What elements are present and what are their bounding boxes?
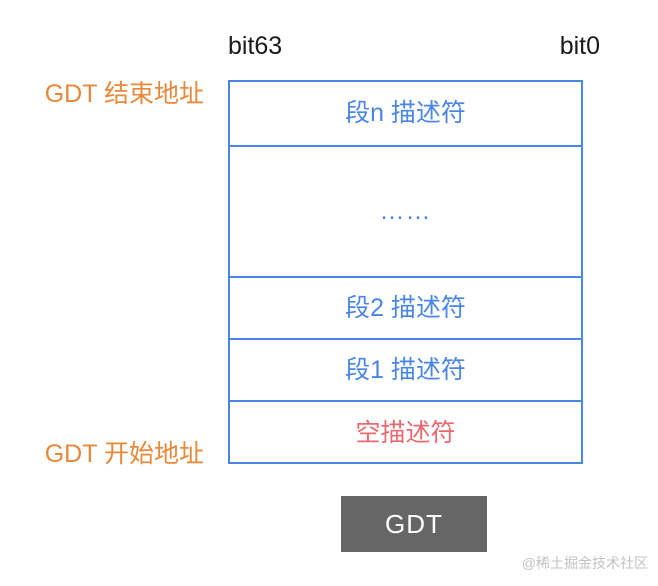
gdt-start-address-label: GDT 开始地址 [44,440,204,468]
table-row-segment-n: 段n 描述符 [230,82,581,147]
row-label: 段1 描述符 [345,355,466,384]
gdt-caption-box: GDT [341,496,487,552]
row-label: 段2 描述符 [345,293,466,322]
ellipsis-icon: …… [379,197,432,225]
table-row-segment-2: 段2 描述符 [230,278,581,340]
gdt-table: 段n 描述符 …… 段2 描述符 段1 描述符 空描述符 [228,80,583,464]
gdt-caption-label: GDT [385,509,443,539]
watermark: @稀土掘金技术社区 [521,555,648,571]
gdt-end-address-label: GDT 结束地址 [44,80,204,108]
table-row-null-descriptor: 空描述符 [230,402,581,464]
bit-label-low: bit0 [559,32,600,60]
row-label: 空描述符 [355,418,456,447]
bit-label-high: bit63 [228,32,283,60]
table-row-ellipsis: …… [230,147,581,278]
row-label: 段n 描述符 [345,99,466,127]
table-row-segment-1: 段1 描述符 [230,340,581,402]
